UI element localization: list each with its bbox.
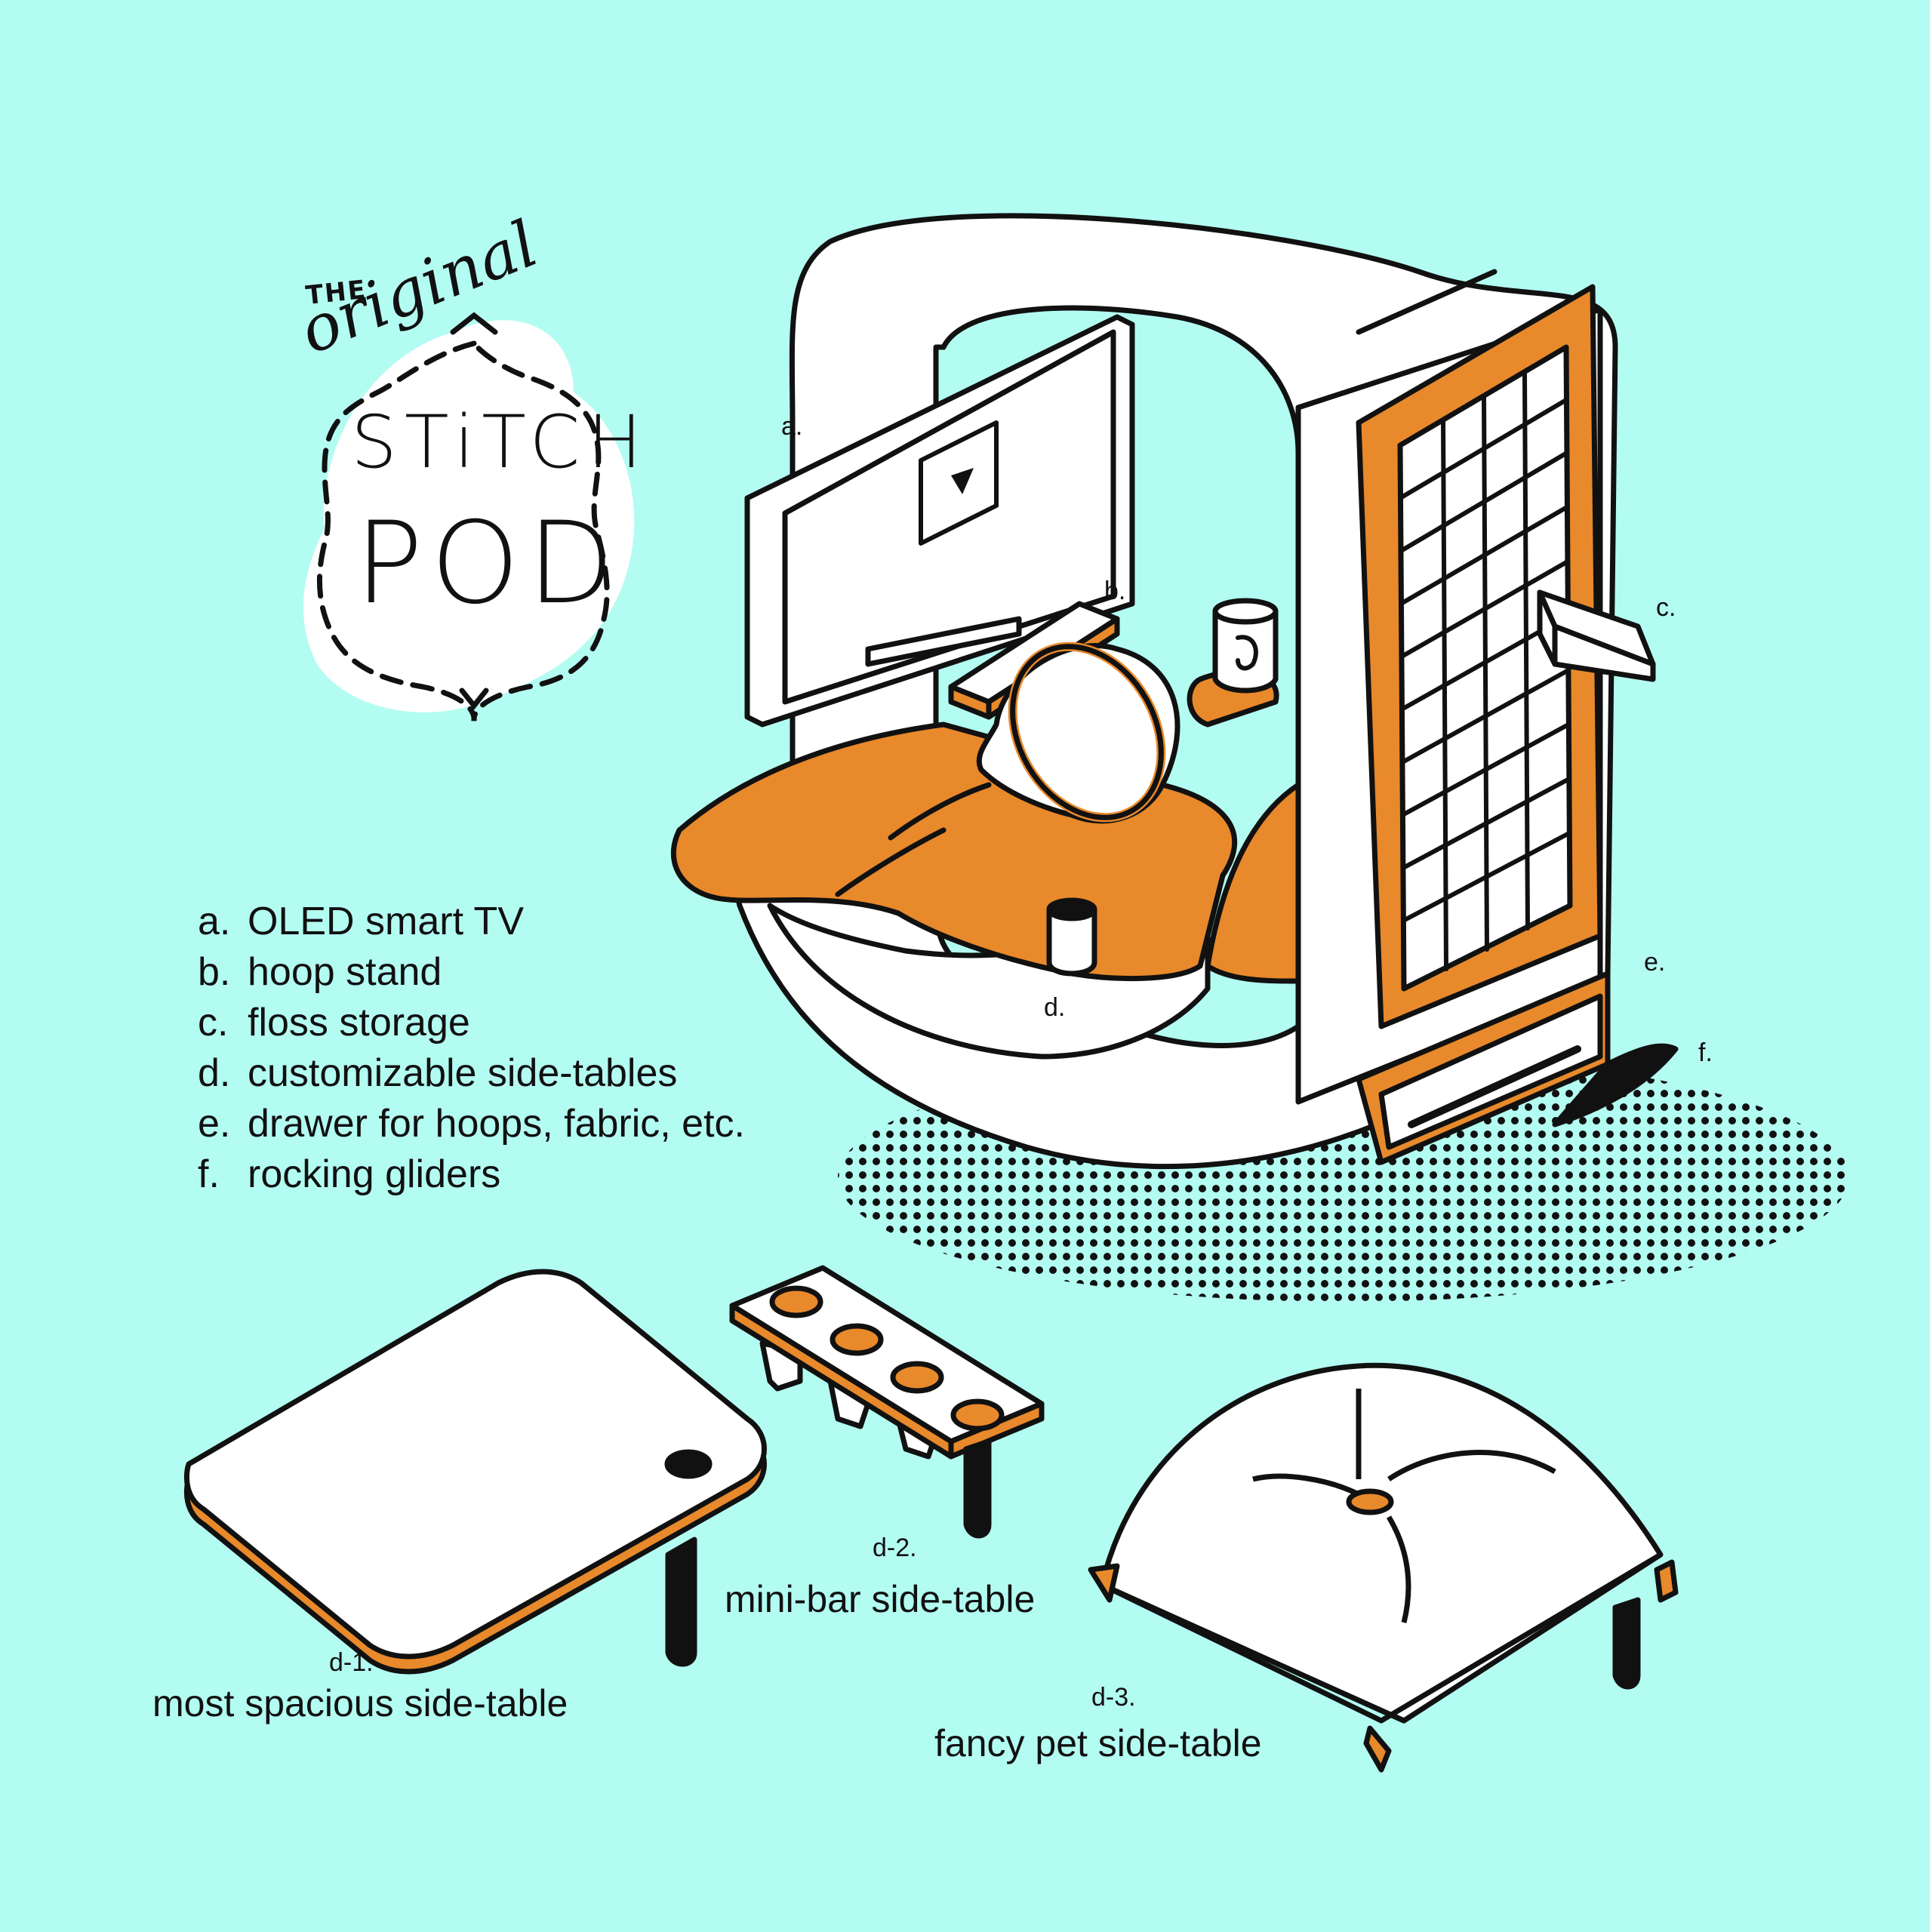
legend-item: c. floss storage bbox=[198, 998, 745, 1048]
play-icon bbox=[951, 468, 974, 494]
legend-key: d. bbox=[198, 1051, 231, 1095]
callout-b: b. bbox=[1104, 577, 1126, 605]
rocking-glider bbox=[1552, 1043, 1679, 1128]
cup-hole bbox=[664, 1449, 713, 1479]
legend-key: f. bbox=[198, 1152, 220, 1196]
oled-smart-tv bbox=[744, 314, 1135, 728]
d3-name: fancy pet side-table bbox=[934, 1722, 1262, 1764]
legend-text: OLED smart TV bbox=[248, 900, 525, 943]
mug bbox=[1212, 608, 1279, 694]
tassel-right bbox=[1654, 1559, 1679, 1603]
callout-e: e. bbox=[1644, 948, 1666, 977]
stitch-pod bbox=[670, 213, 1679, 1170]
legend-text: rocking gliders bbox=[248, 1152, 501, 1196]
cup-holder bbox=[1046, 906, 1097, 977]
legend-key: c. bbox=[198, 1001, 229, 1044]
hoop-stand bbox=[948, 601, 1180, 824]
legend-key: b. bbox=[198, 950, 231, 994]
legend-text: drawer for hoops, fabric, etc. bbox=[248, 1102, 745, 1146]
d1-code: d-1. bbox=[329, 1648, 374, 1677]
legend-item: b. hoop stand bbox=[198, 947, 745, 998]
side-table-d1 bbox=[183, 1269, 767, 1675]
logo-blob bbox=[303, 320, 635, 712]
callout-f: f. bbox=[1698, 1038, 1713, 1067]
side-table-d2 bbox=[729, 1265, 1045, 1539]
legend-item: e. drawer for hoops, fabric, etc. bbox=[198, 1099, 745, 1149]
legend: a. OLED smart TV b. hoop stand c. floss sto… bbox=[198, 897, 745, 1200]
logo-stitch-outline bbox=[316, 340, 610, 721]
logo-badge bbox=[303, 312, 635, 721]
logo-pod-text: POD bbox=[355, 498, 623, 629]
legend-item: a. OLED smart TV bbox=[198, 897, 745, 947]
tassel-left bbox=[1088, 1563, 1120, 1603]
cushion-button bbox=[1346, 1488, 1394, 1515]
side-table-d3 bbox=[1088, 1362, 1679, 1773]
seat-back bbox=[1205, 782, 1301, 984]
drawer-handle bbox=[1408, 1045, 1581, 1128]
d2-code: d-2. bbox=[873, 1534, 917, 1562]
table-leg bbox=[665, 1537, 697, 1667]
legend-text: hoop stand bbox=[248, 950, 442, 994]
legend-item: d. customizable side-tables bbox=[198, 1048, 745, 1099]
tassel-front bbox=[1363, 1725, 1392, 1773]
legend-text: customizable side-tables bbox=[248, 1051, 678, 1095]
callout-d: d. bbox=[1044, 993, 1066, 1022]
logo-stitch-text: STiTCH bbox=[351, 400, 650, 485]
legend-text: floss storage bbox=[248, 1001, 470, 1044]
legend-key: a. bbox=[198, 900, 231, 943]
callout-a: a. bbox=[781, 412, 803, 441]
legend-key: e. bbox=[198, 1102, 231, 1146]
legend-item: f. rocking gliders bbox=[198, 1149, 745, 1200]
d2-name: mini-bar side-table bbox=[725, 1578, 1036, 1620]
callout-c: c. bbox=[1656, 593, 1676, 622]
d3-code: d-3. bbox=[1091, 1683, 1136, 1712]
d1-name: most spacious side-table bbox=[152, 1682, 568, 1724]
